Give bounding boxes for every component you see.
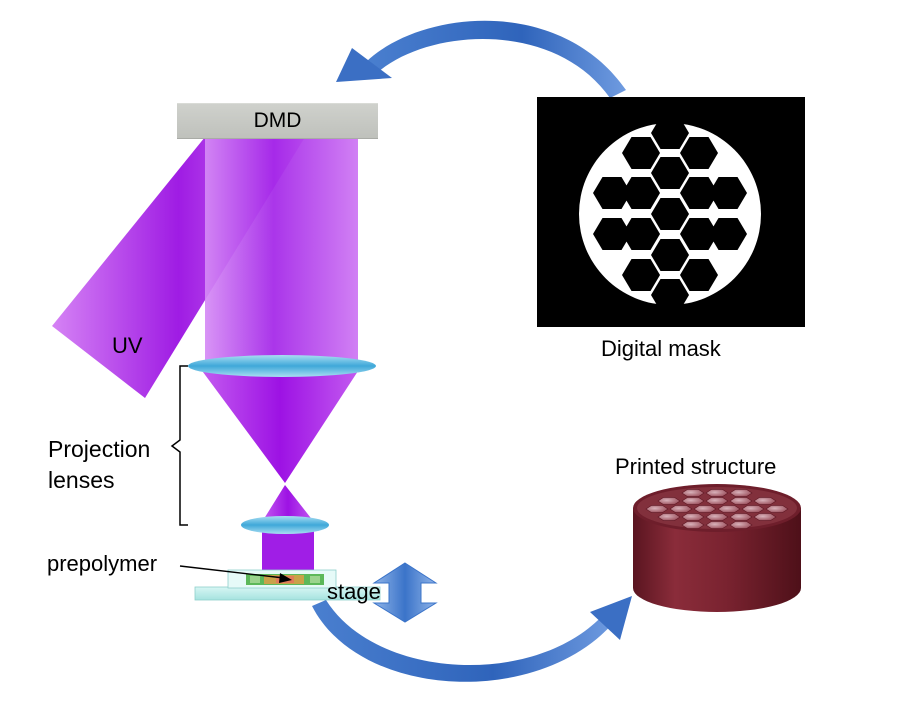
prepolymer-label: prepolymer (47, 551, 158, 576)
mask-hexagon (680, 177, 718, 209)
mask-hexagon (709, 218, 747, 250)
printed-hexagon-top (681, 513, 705, 521)
printed-structure-hex-tops (645, 489, 789, 529)
printed-hexagon-top (705, 497, 729, 505)
printed-hexagon-top (693, 505, 717, 513)
dmd-label: DMD (253, 109, 302, 132)
printed-structure-label: Printed structure (615, 454, 777, 479)
mask-hexagon (593, 218, 631, 250)
printed-hexagon-top (753, 513, 777, 521)
projection-lenses-label-line2: lenses (48, 467, 115, 493)
stage-label: stage (327, 579, 381, 604)
printed-hexagon-top (681, 521, 705, 529)
printed-hexagon-top (657, 497, 681, 505)
mask-hexagon (651, 279, 689, 311)
printed-hexagon-top (705, 521, 729, 529)
digital-mask-label: Digital mask (601, 336, 721, 361)
printed-hexagon-top (681, 497, 705, 505)
prepolymer-pointer-arrow (179, 565, 292, 583)
mask-hexagon (622, 137, 660, 169)
printed-hexagon-top (729, 489, 753, 497)
uv-beam-to-sample (262, 528, 314, 572)
printed-hexagon-top (765, 505, 789, 513)
mask-hexagon (593, 177, 631, 209)
printed-hexagon-top (729, 521, 753, 529)
mask-hexagon (651, 157, 689, 189)
printed-hexagon-top (681, 489, 705, 497)
uv-label: UV (112, 333, 143, 358)
projection-lens-upper (188, 355, 376, 377)
top-curved-arrow-icon (336, 20, 626, 98)
printed-hexagon-top (729, 497, 753, 505)
printed-hexagon-top (705, 513, 729, 521)
mask-hexagon (680, 218, 718, 250)
mask-hexagon (680, 259, 718, 291)
mask-hexagon (622, 218, 660, 250)
printed-hexagon-top (657, 513, 681, 521)
stage-up-down-arrow-icon (372, 562, 438, 623)
printed-hexagon-top (705, 489, 729, 497)
mask-hexagon (651, 198, 689, 230)
dmd-mirror: DMD (177, 103, 378, 139)
uv-beam-converging (200, 368, 360, 483)
mask-hexagon (651, 239, 689, 271)
uv-beam-diverging (262, 485, 314, 522)
uv-beam-vertical (205, 137, 358, 365)
printed-hexagon-top (753, 497, 777, 505)
projection-bracket (170, 365, 188, 526)
projection-lenses-label-line1: Projection (48, 436, 151, 462)
digital-mask-pattern (579, 117, 761, 311)
printed-hexagon-top (741, 505, 765, 513)
printed-structure-cylinder (633, 484, 801, 612)
bottom-curved-arrow-icon (312, 596, 632, 682)
projection-lens-lower (241, 516, 329, 534)
printed-hexagon-top (717, 505, 741, 513)
digital-mask-image (537, 97, 805, 327)
mask-hexagon (680, 137, 718, 169)
mask-hexagon (622, 177, 660, 209)
mask-hexagon (622, 259, 660, 291)
mask-hexagon (709, 177, 747, 209)
printed-hexagon-top (669, 505, 693, 513)
printed-hexagon-top (645, 505, 669, 513)
printed-hexagon-top (729, 513, 753, 521)
mask-hexagon (651, 117, 689, 149)
